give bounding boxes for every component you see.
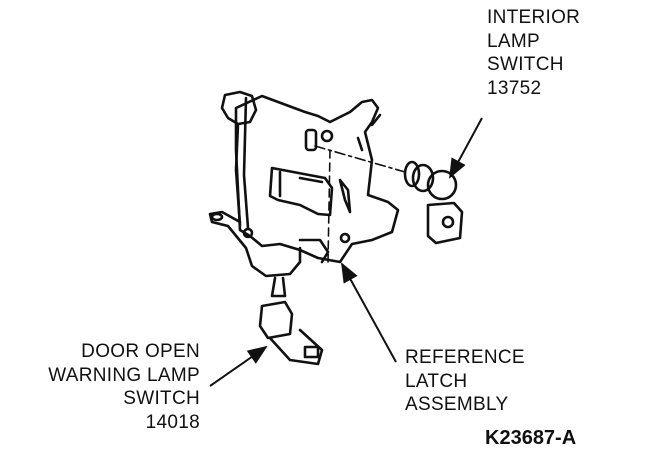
- figure-id: K23687-A: [485, 427, 577, 449]
- label-line: LATCH: [405, 370, 468, 392]
- label-line: LAMP: [487, 30, 540, 52]
- label-line: DOOR OPEN: [81, 341, 200, 362]
- latch-slot: [268, 166, 334, 217]
- part-number: 14018: [145, 411, 200, 433]
- latch-assembly-arrow: [341, 262, 397, 363]
- reference-latch-assembly-label: REFERENCE LATCH ASSEMBLY: [405, 346, 525, 417]
- part-number: 13752: [487, 77, 542, 99]
- upper-bracket: [220, 90, 258, 227]
- alignment-line: [314, 145, 406, 173]
- label-line: SWITCH: [487, 54, 564, 75]
- interior-lamp-arrow: [449, 117, 483, 179]
- door-open-arrow: [209, 345, 268, 387]
- latch-plate: [234, 94, 400, 264]
- door-open-warning-lamp-switch-label: DOOR OPEN WARNING LAMP SWITCH 14018: [40, 340, 200, 434]
- interior-lamp-switch-part: [403, 160, 464, 245]
- interior-lamp-switch-label: INTERIOR LAMP SWITCH 13752: [487, 6, 580, 100]
- mounting-tab: [208, 210, 302, 278]
- label-line: ASSEMBLY: [405, 394, 509, 415]
- door-open-warning-switch-part: [258, 276, 324, 366]
- label-line: INTERIOR: [487, 7, 581, 28]
- label-line: WARNING LAMP: [48, 364, 200, 386]
- label-line: SWITCH: [123, 388, 200, 409]
- label-line: REFERENCE: [405, 347, 525, 368]
